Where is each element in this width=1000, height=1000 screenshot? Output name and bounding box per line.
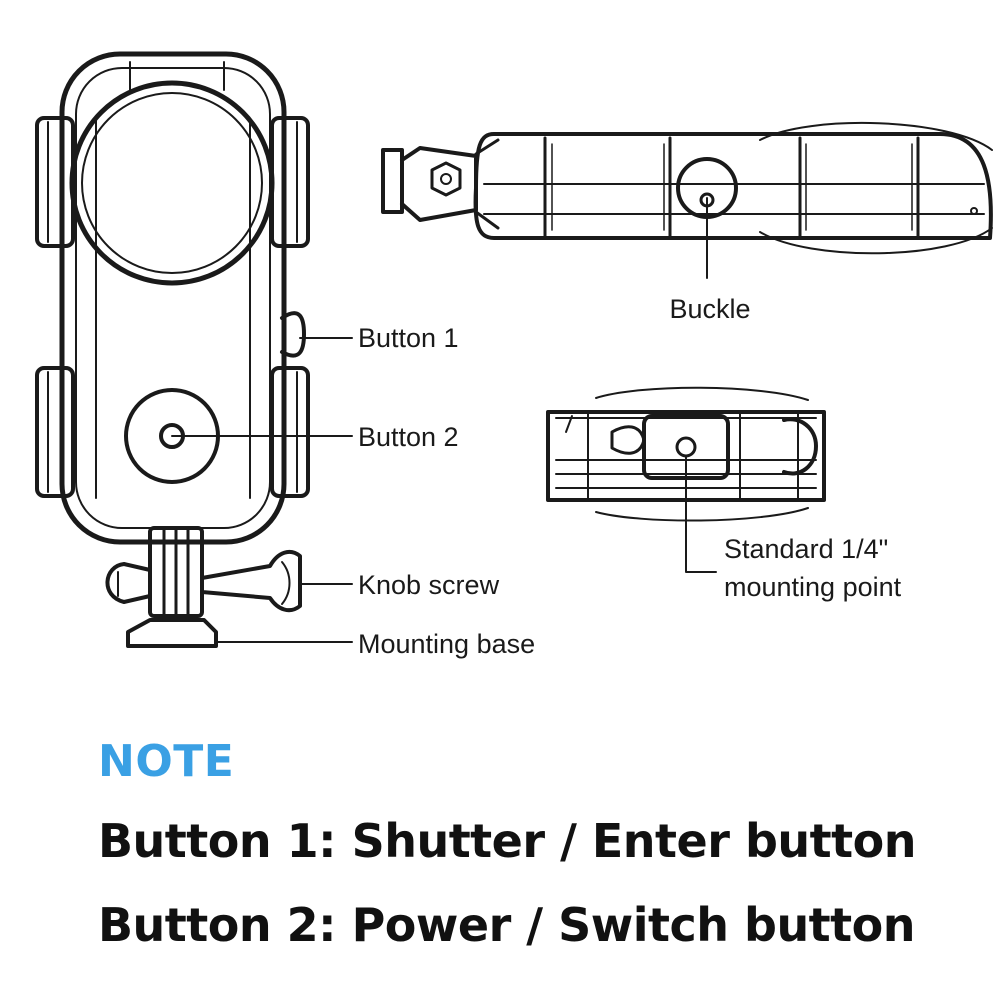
note-line-button-1: Button 1: Shutter / Enter button — [98, 814, 916, 868]
label-button-1: Button 1 — [358, 323, 459, 353]
label-mounting-point-line-2: mounting point — [724, 572, 902, 602]
front-leader-lines — [171, 337, 353, 643]
label-mounting-point-line-1: Standard 1/4" — [724, 534, 888, 564]
housing-diagram: Button 1 Button 2 Knob screw Mounting ba… — [35, 51, 993, 659]
front-view — [35, 51, 310, 648]
label-knob-screw: Knob screw — [358, 570, 500, 600]
top-view — [381, 121, 993, 255]
note-title: NOTE — [98, 736, 235, 787]
knob-screw — [200, 549, 302, 613]
lens-dome — [69, 80, 275, 286]
mounting-base — [126, 618, 218, 648]
button-1-bump — [280, 311, 306, 358]
note-line-button-2: Button 2: Power / Switch button — [98, 898, 916, 952]
label-mounting-base: Mounting base — [358, 629, 535, 659]
label-button-2: Button 2 — [358, 422, 459, 452]
label-buckle: Buckle — [669, 294, 750, 324]
